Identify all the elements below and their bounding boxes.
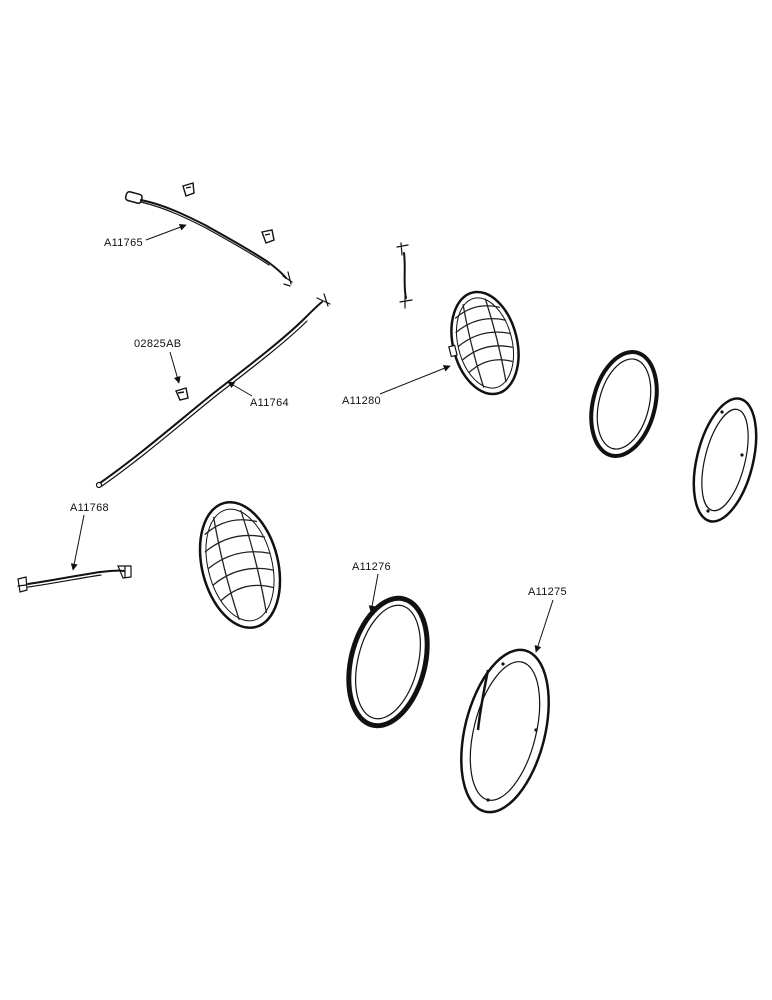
- label-02825ab: 02825AB: [134, 338, 181, 350]
- clip-02825ab-part: [175, 387, 189, 401]
- leader-a11765: [145, 223, 187, 241]
- leader-a11275: [534, 599, 554, 653]
- label-a11276: A11276: [352, 561, 391, 573]
- label-a11275: A11275: [528, 586, 567, 598]
- leader-a11276: [368, 573, 379, 613]
- harness-a11765-terminal: [282, 271, 293, 287]
- sealed-beam-lower: [198, 500, 282, 630]
- label-a11768: A11768: [70, 502, 109, 514]
- retaining-ring-a11276: [346, 595, 430, 729]
- harness-a11764-wire: [99, 301, 323, 484]
- harness-a11765-clip-a: [182, 182, 195, 197]
- harness-a11764-end-eyelet: [95, 481, 103, 489]
- harness-a11768-terminal-right: [117, 565, 132, 579]
- harness-a11764: [95, 293, 331, 489]
- harness-a11765-wire: [140, 199, 287, 279]
- label-a11765: A11765: [104, 237, 143, 249]
- label-a11280: A11280: [342, 395, 381, 407]
- leader-a11768: [70, 514, 85, 571]
- lamp-lead: [396, 242, 413, 309]
- mounting-ring-upper: [692, 397, 758, 523]
- harness-a11764-end-terminal: [316, 293, 331, 307]
- label-a11764: A11764: [250, 397, 289, 409]
- harness-a11768-terminal-left: [17, 576, 28, 593]
- harness-a11765: [124, 182, 293, 287]
- harness-a11768: [17, 565, 132, 593]
- retaining-ring-upper: [589, 350, 659, 458]
- harness-a11765-clip-b: [261, 229, 275, 244]
- harness-a11768-wire: [27, 569, 125, 585]
- mounting-ring-a11275: [460, 648, 550, 814]
- leader-a11280: [379, 365, 451, 395]
- leader-a11764: [227, 381, 253, 397]
- sealed-beam-upper: [448, 290, 520, 396]
- leader-02825ab: [169, 351, 181, 384]
- harness-a11765-plug: [124, 190, 143, 204]
